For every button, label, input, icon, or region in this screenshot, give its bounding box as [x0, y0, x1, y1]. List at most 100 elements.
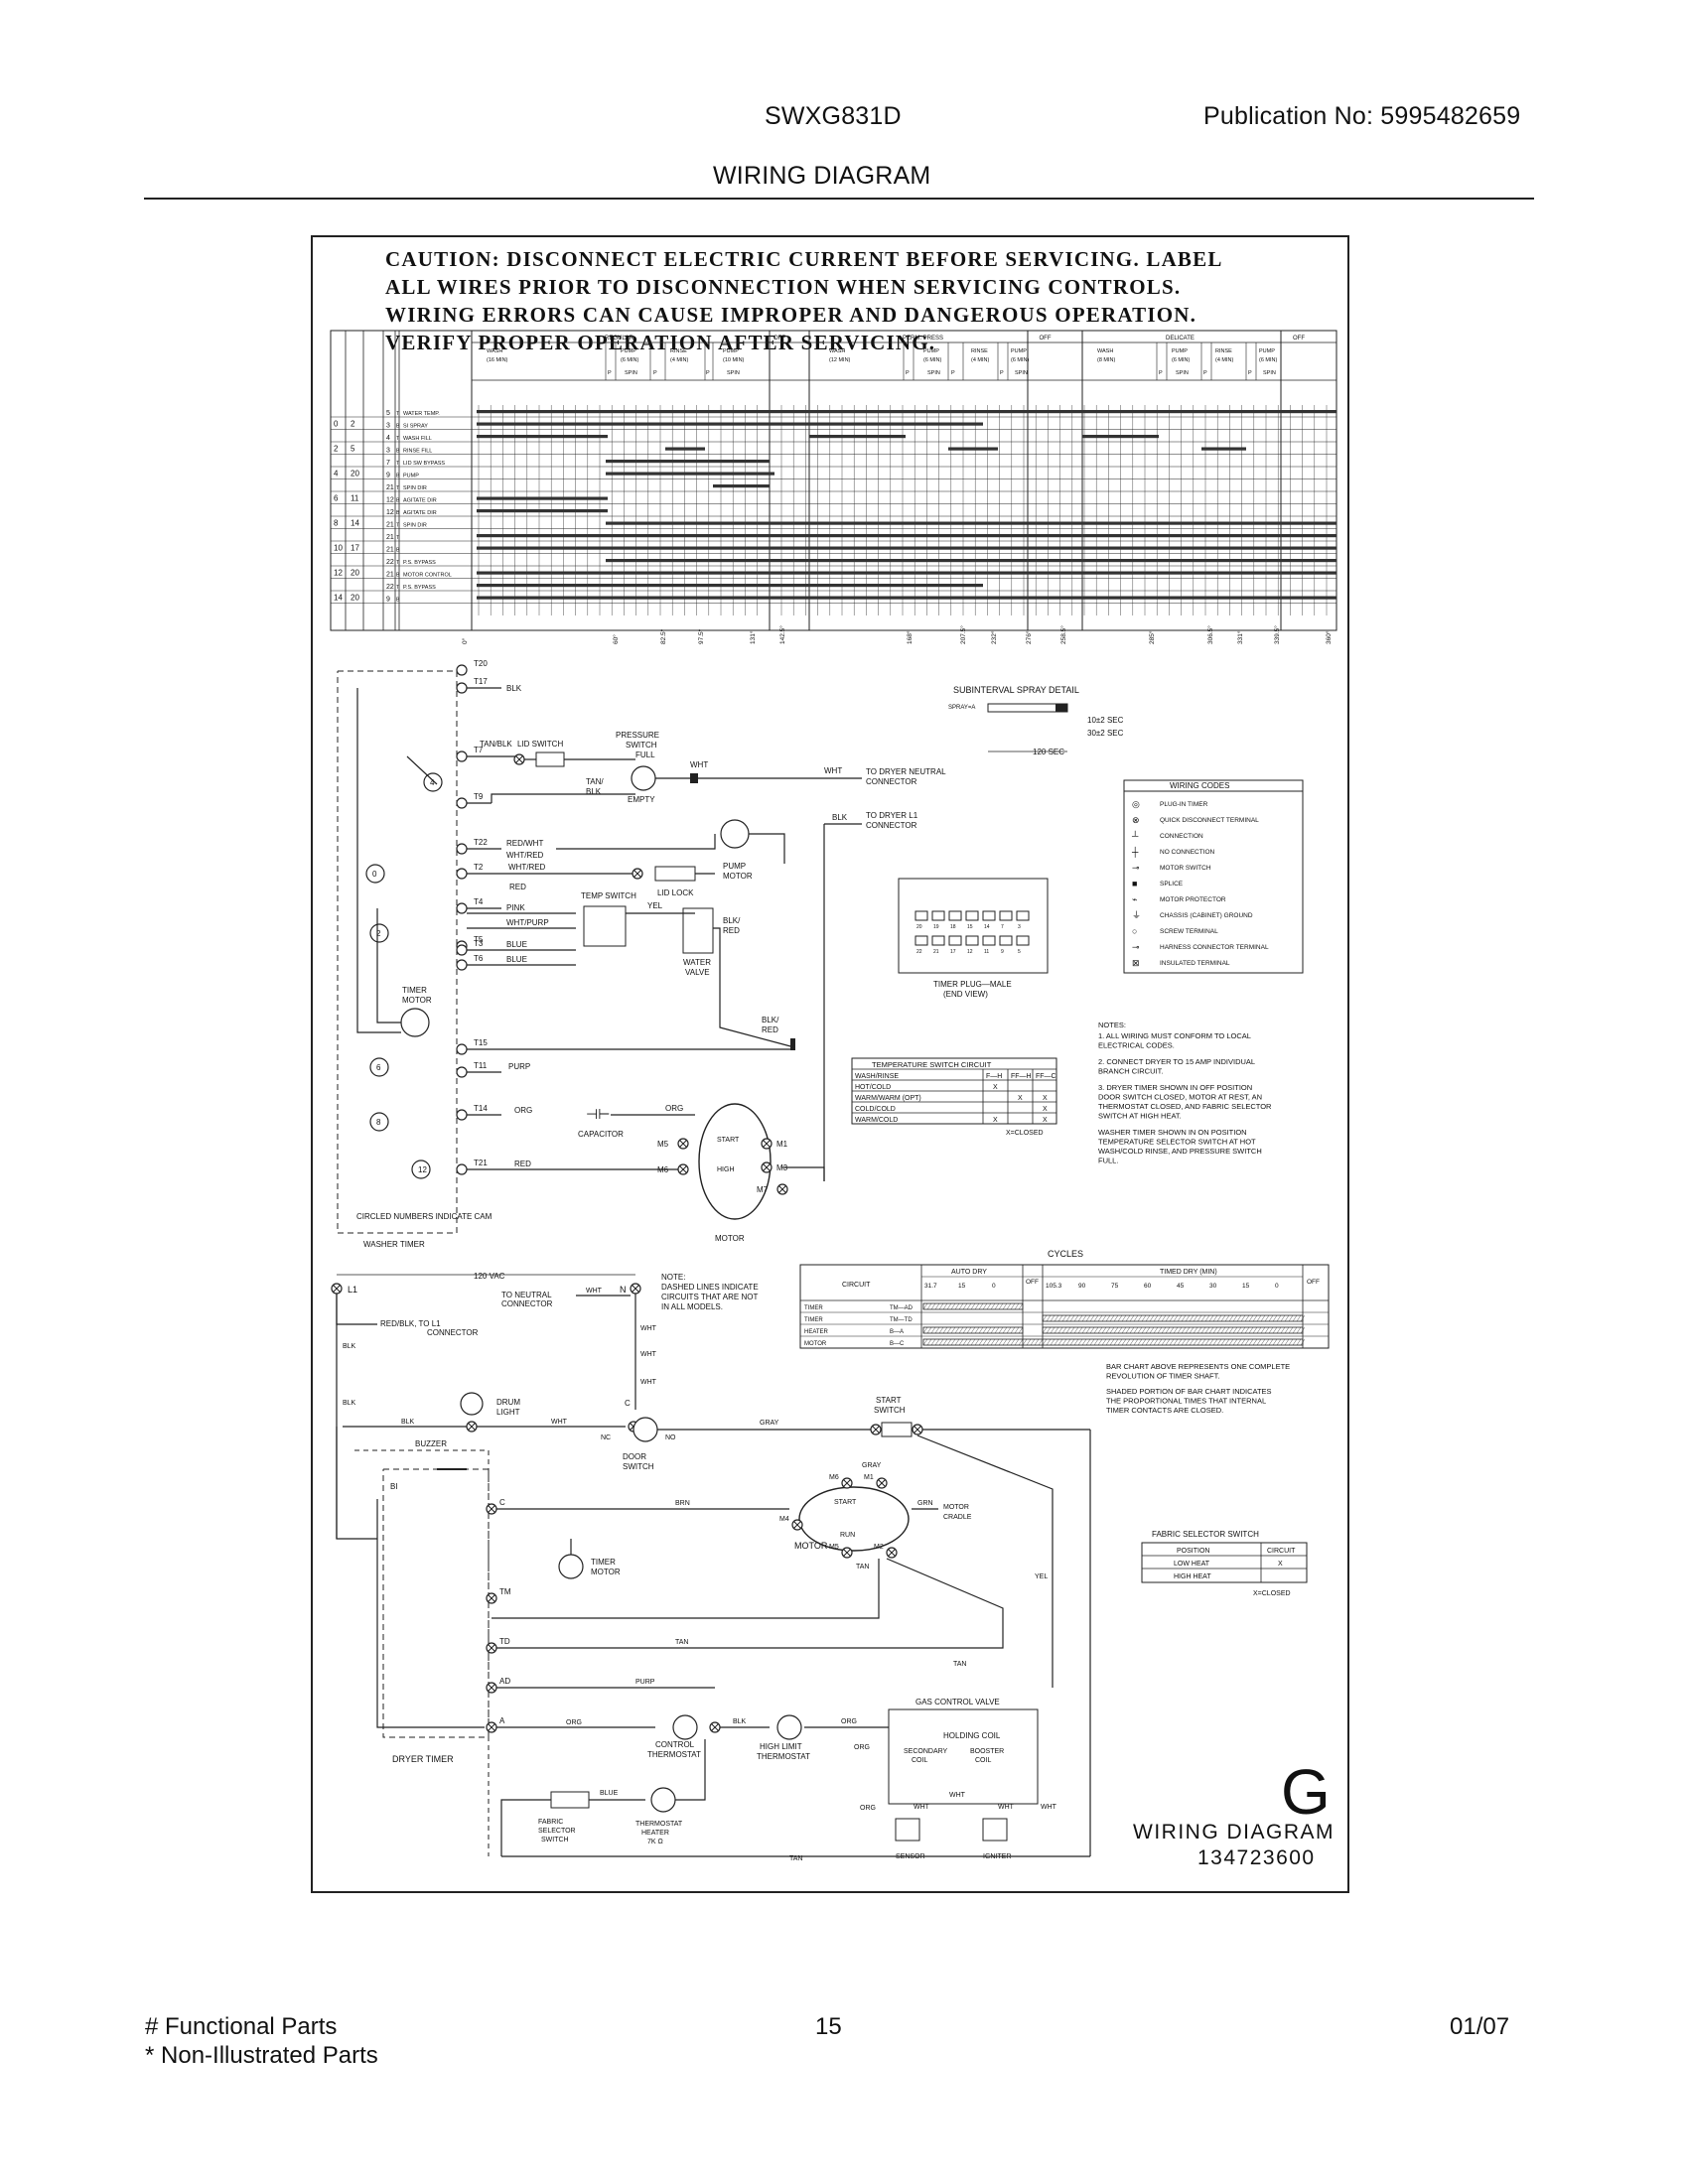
contact-letter: T: [396, 411, 399, 417]
cycles-bar-hatch: [1121, 1326, 1127, 1334]
cycles-bar-hatch: [1065, 1326, 1071, 1334]
cycles-bar-hatch: [1244, 1314, 1250, 1322]
cycles-bar-hatch: [1236, 1338, 1242, 1346]
cycles-bar-hatch: [930, 1302, 936, 1310]
terminal-mark: [679, 1140, 687, 1148]
cycles-bar-hatch: [1069, 1338, 1075, 1346]
wire-color: GRAY: [760, 1420, 779, 1427]
temp-table-legend: X=CLOSED: [1006, 1130, 1044, 1137]
degree-label: 360°: [1325, 630, 1333, 644]
wire: [496, 1558, 1004, 1649]
wire-color: TAN/: [586, 777, 604, 786]
cycles-bar-hatch: [1153, 1338, 1159, 1346]
cycles-bar-hatch: [1232, 1338, 1238, 1346]
terminal-number: 12: [386, 509, 394, 516]
contact-bar: [477, 584, 983, 588]
sub-header: WASH: [829, 348, 845, 354]
wire-color: WHT: [914, 1804, 930, 1811]
cam-number: 8: [334, 519, 339, 528]
cycles-tick: 45: [1177, 1283, 1185, 1290]
wire: [556, 834, 716, 850]
sub-header-p: P: [1248, 370, 1252, 376]
timer-terminal-label: T21: [474, 1159, 488, 1167]
fabric-frame: [1141, 1542, 1308, 1583]
cycles-bar-hatch: [1280, 1314, 1286, 1322]
cycles-bar-hatch: [986, 1326, 992, 1334]
codes-box: [1123, 779, 1304, 974]
cycles-bar-hatch: [1216, 1314, 1222, 1322]
timer-motor-label: TIMER: [402, 986, 427, 995]
wire: [336, 1427, 377, 1540]
cam-number: 6: [376, 1063, 381, 1072]
wire-color: ORG: [841, 1718, 857, 1725]
timer-terminal: [456, 868, 468, 880]
contact-letter: B: [396, 598, 400, 604]
booster-coil: BOOSTER: [970, 1748, 1004, 1755]
cycles-bar-hatch: [994, 1326, 1000, 1334]
contact-bar: [1201, 447, 1246, 451]
cycles-bar-hatch: [1185, 1314, 1191, 1322]
dryer-timer-terminal: TD: [499, 1637, 510, 1646]
cycles-bar-hatch: [1296, 1326, 1302, 1334]
wire-color: BLK: [343, 1400, 356, 1407]
motor-terminal: M4: [779, 1516, 789, 1523]
secondary-coil: COIL: [912, 1757, 927, 1764]
note-line: FULL.: [1098, 1157, 1118, 1165]
stamp-number: 134723600: [1197, 1846, 1316, 1869]
booster-coil: COIL: [975, 1757, 991, 1764]
temp-table-cell: X: [1043, 1117, 1048, 1124]
caution-line: CAUTION: DISCONNECT ELECTRIC CURRENT BEF…: [385, 247, 1223, 271]
contact-bar: [477, 422, 983, 426]
timer-terminal: [456, 664, 468, 676]
temp-table-cell: WARM/COLD: [855, 1117, 898, 1124]
cycles-bar-hatch: [1065, 1338, 1071, 1346]
cycles-bar-hatch: [1089, 1314, 1095, 1322]
heater-label: HEATER: [641, 1830, 669, 1837]
wire-color: WHT: [586, 1288, 603, 1295]
cycles-bar-hatch: [1272, 1314, 1278, 1322]
contact-letter: T: [396, 485, 399, 491]
plug-pin-number: 21: [933, 949, 939, 955]
cycles-bar-hatch: [962, 1302, 968, 1310]
cycles-bar-hatch: [1181, 1338, 1187, 1346]
terminal-mark: [914, 1426, 921, 1433]
dryer-note: IN ALL MODELS.: [661, 1302, 723, 1311]
contact-letter: B: [396, 424, 400, 430]
code-description: INSULATED TERMINAL: [1160, 960, 1230, 967]
door-switch-label: SWITCH: [623, 1462, 654, 1471]
terminal-mark: [468, 1423, 476, 1431]
circuit-name: AGITATE DIR: [403, 510, 437, 516]
dryer-note: DASHED LINES INDICATE: [661, 1283, 759, 1292]
cycles-bar-hatch: [1284, 1326, 1290, 1334]
wire-color: PURP: [508, 1062, 530, 1071]
cycles-bar-hatch: [982, 1326, 988, 1334]
plug-pin-number: 7: [1001, 924, 1004, 930]
cycles-bar-hatch: [1085, 1314, 1091, 1322]
motor-terminal: M3: [776, 1163, 788, 1172]
sub-header-time: (10 MIN): [723, 357, 745, 363]
timer-terminal-label: T20: [474, 659, 488, 668]
fabric-switch-label: SWITCH: [541, 1837, 569, 1843]
sensor: [895, 1818, 920, 1842]
fabric-switch-label: SELECTOR: [538, 1828, 576, 1835]
cycles-bar-hatch: [1085, 1338, 1091, 1346]
cycles-bar-hatch: [1018, 1302, 1024, 1310]
n-label: N: [620, 1285, 627, 1295]
cycles-bar-hatch: [1232, 1326, 1238, 1334]
dryer-note: NOTE:: [661, 1273, 685, 1282]
cycle-header: OFF: [774, 336, 785, 341]
cycles-bar-hatch: [1300, 1338, 1306, 1346]
dryer-timer-box: [382, 1468, 490, 1738]
cycles-bar-hatch: [1018, 1326, 1024, 1334]
cycles-bar-hatch: [1117, 1338, 1123, 1346]
dryer-timer-motor: [558, 1554, 584, 1579]
control-thermostat-label: THERMOSTAT: [647, 1750, 701, 1759]
timer-terminal: [456, 1109, 468, 1121]
terminal-number: 7: [386, 460, 390, 467]
contact-bar: [665, 447, 705, 451]
fabric-cell: HIGH HEAT: [1174, 1573, 1211, 1580]
cycles-bar-hatch: [1073, 1338, 1079, 1346]
cycle-header: REGULAR: [605, 336, 634, 341]
